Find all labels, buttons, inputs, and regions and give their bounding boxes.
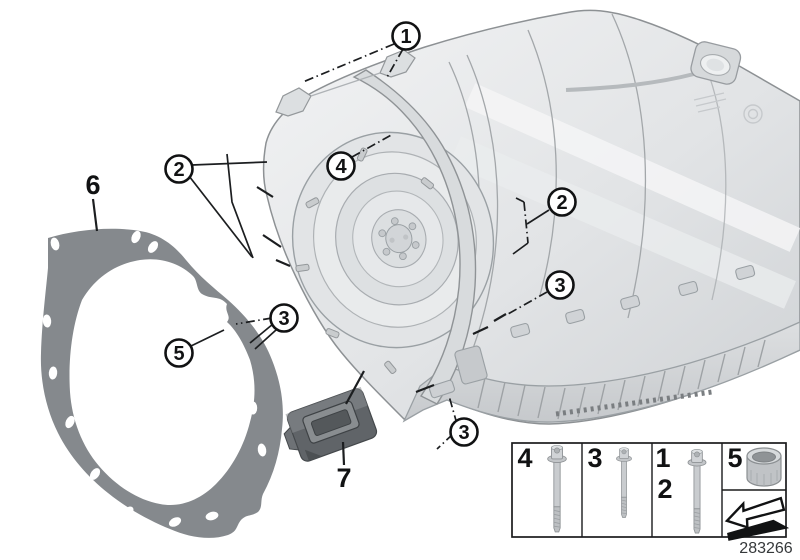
legend-cell-0-number: 4 bbox=[517, 443, 532, 473]
callout-2-right-number: 2 bbox=[556, 192, 567, 214]
callout-2-right[interactable]: 2 bbox=[547, 187, 577, 217]
legend-cell-1-number: 3 bbox=[587, 443, 602, 473]
flange-bosses bbox=[428, 264, 756, 399]
gasket-bolt-holes bbox=[42, 230, 267, 527]
transmission-illustration bbox=[262, 9, 800, 425]
callout-3-left-number: 3 bbox=[278, 308, 289, 330]
diagram-number: 283266 bbox=[739, 540, 792, 557]
legend-cell-bolt-long[interactable]: 4 bbox=[517, 443, 567, 533]
gasket-part bbox=[40, 228, 283, 538]
callout-3-right-number: 3 bbox=[554, 275, 565, 297]
callout-3-bottom-number: 3 bbox=[458, 422, 469, 444]
legend-cell-2-number-b: 2 bbox=[657, 474, 672, 504]
callout-3-bottom[interactable]: 3 bbox=[449, 417, 479, 447]
oil-pan bbox=[402, 321, 800, 423]
sensor-part bbox=[283, 386, 378, 462]
callout-2-left[interactable]: 2 bbox=[164, 154, 194, 184]
callout-4[interactable]: 4 bbox=[326, 151, 356, 181]
connector-boss bbox=[565, 41, 742, 92]
legend-table: 4 3 1 2 5 bbox=[511, 442, 790, 541]
legend-cell-bolt-flange[interactable]: 1 2 bbox=[655, 443, 707, 534]
mounting-ears bbox=[275, 49, 416, 117]
legend-cell-3-number: 5 bbox=[727, 443, 742, 473]
callout-4-number: 4 bbox=[335, 156, 347, 178]
part-label-7[interactable]: 7 bbox=[336, 463, 351, 493]
legend-cell-sleeve[interactable]: 5 bbox=[727, 443, 782, 487]
callout-1[interactable]: 1 bbox=[391, 21, 421, 51]
callout-1-number: 1 bbox=[400, 26, 411, 48]
direction-arrow-icon bbox=[724, 496, 790, 541]
callout-5-number: 5 bbox=[173, 343, 184, 365]
legend-cell-bolt-medium[interactable]: 3 bbox=[587, 443, 632, 518]
part-label-6[interactable]: 6 bbox=[85, 170, 100, 200]
callout-5[interactable]: 5 bbox=[164, 338, 194, 368]
callout-3-left[interactable]: 3 bbox=[269, 303, 299, 333]
bell-housing bbox=[291, 131, 495, 349]
mounting-strap bbox=[352, 69, 477, 405]
sleeve-bushing-icon bbox=[746, 447, 782, 487]
casting-stamp bbox=[693, 92, 763, 124]
callout-3-right[interactable]: 3 bbox=[545, 270, 575, 300]
legend-cell-2-number: 1 bbox=[655, 443, 670, 473]
callout-2-left-number: 2 bbox=[173, 159, 184, 181]
leader-lines bbox=[91, 43, 550, 466]
